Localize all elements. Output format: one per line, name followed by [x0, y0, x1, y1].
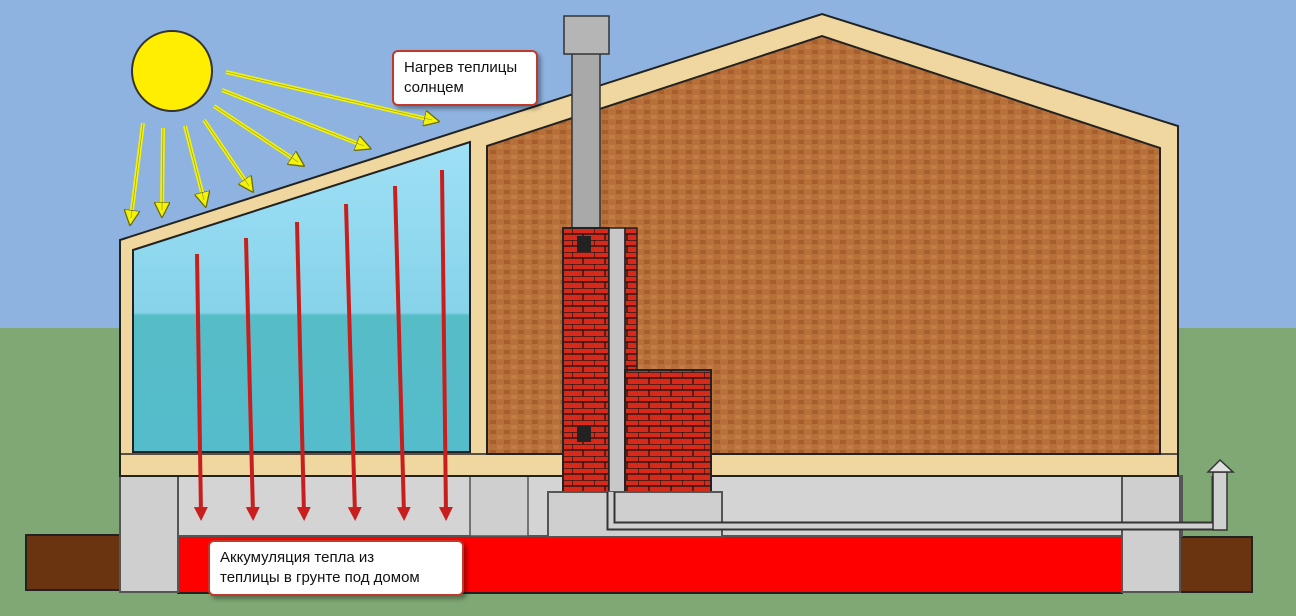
soil-left [25, 534, 123, 591]
heat-arrow [344, 203, 362, 521]
soil-right [1179, 536, 1253, 593]
foundation-mid-post [469, 475, 529, 537]
heat-arrow [244, 237, 260, 521]
wood-wall [486, 34, 1161, 455]
stove-flue-channel [608, 227, 626, 493]
sun-icon [131, 30, 213, 112]
vent-cap-icon [1206, 458, 1235, 473]
chimney-pipe [571, 41, 601, 233]
heat-arrow [295, 221, 311, 521]
stove-brick-block [624, 369, 712, 493]
stove-brick-right [624, 227, 638, 371]
heat-arrows [193, 169, 453, 521]
callout-ground-storage-line2: теплицы в грунте под домом [220, 569, 420, 586]
heat-arrow [193, 253, 208, 521]
callout-sun-heating: Нагрев теплицы солнцем [392, 50, 538, 106]
callout-sun-heating-line1: Нагрев теплицы [404, 59, 518, 76]
stove-damper-top [577, 236, 591, 252]
foundation-left-post [119, 475, 179, 593]
vent-pipe [1212, 471, 1228, 531]
heat-arrow [438, 169, 453, 521]
chimney-cap [563, 15, 610, 55]
foundation-right-post [1121, 475, 1181, 593]
heat-arrow [393, 185, 411, 521]
callout-ground-storage-line1: Аккумуляция тепла из [220, 549, 375, 566]
callout-sun-heating-line2: солнцем [404, 79, 464, 96]
callout-ground-storage: Аккумуляция тепла из теплицы в грунте по… [208, 540, 464, 596]
stove-damper-bottom [577, 426, 591, 442]
stove-brick-column [562, 227, 610, 493]
greenhouse-glass [132, 140, 471, 453]
